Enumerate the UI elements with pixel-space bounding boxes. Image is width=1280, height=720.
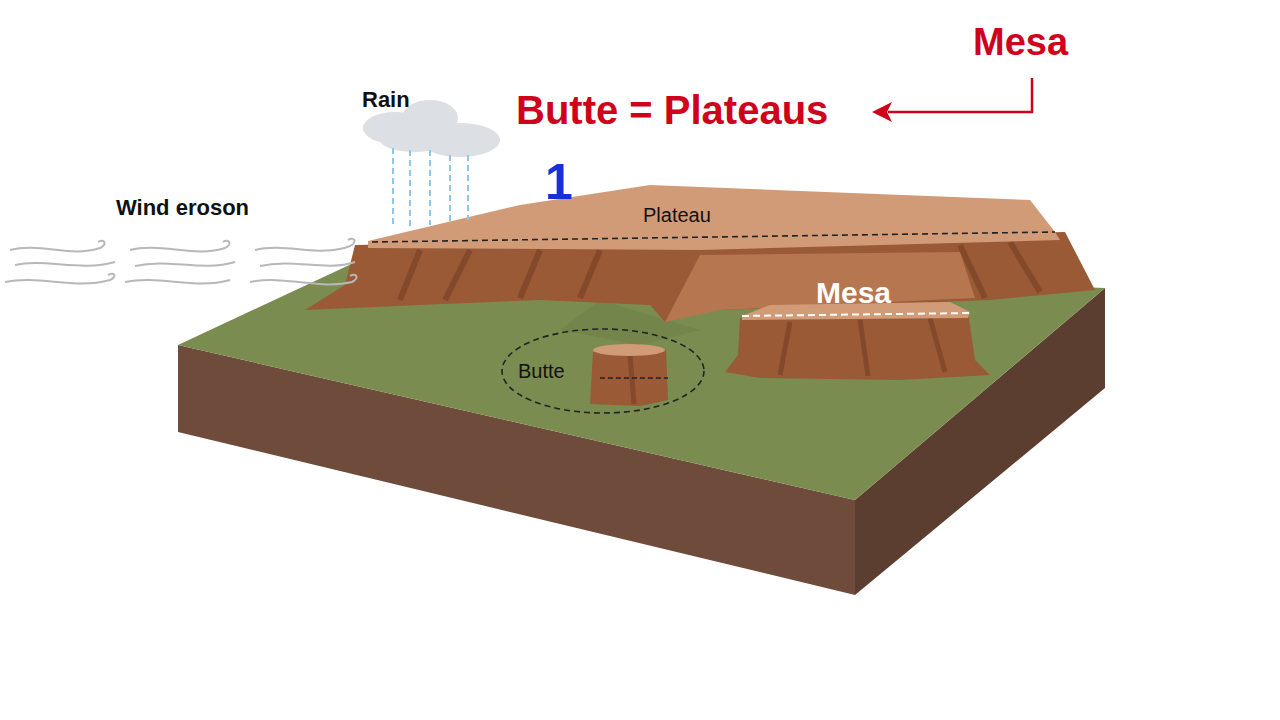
plateau-dashed-line	[372, 232, 1055, 242]
mesa-gullies	[780, 318, 945, 376]
mesa-cliff	[725, 312, 990, 380]
wind-label: Wind eroson	[116, 196, 249, 220]
plateau-label: Plateau	[643, 204, 711, 226]
red-heading: Butte = Plateaus	[516, 88, 828, 132]
butte-top	[593, 344, 665, 356]
butte-dashed-line	[600, 377, 668, 379]
mesa-dashed-line	[742, 313, 970, 316]
plateau-gullies	[400, 242, 1040, 300]
butte-gully	[630, 355, 634, 404]
wind-lines	[5, 239, 356, 285]
callout-number: 1	[545, 155, 573, 210]
plateau-cliff-light	[665, 252, 975, 322]
butte-body	[590, 350, 668, 406]
plateau-top	[368, 185, 1060, 250]
rain-drops	[393, 148, 468, 228]
ellipse-shape	[502, 329, 704, 413]
red-title-word: Mesa	[973, 22, 1068, 64]
rain-label: Rain	[362, 88, 410, 112]
node-text: Butte	[518, 360, 565, 382]
mesa-label: Mesa	[816, 276, 891, 309]
red-arrowhead	[872, 102, 892, 122]
butte-ellipse: Butte	[501, 328, 705, 414]
red-pointer-line	[888, 78, 1032, 112]
